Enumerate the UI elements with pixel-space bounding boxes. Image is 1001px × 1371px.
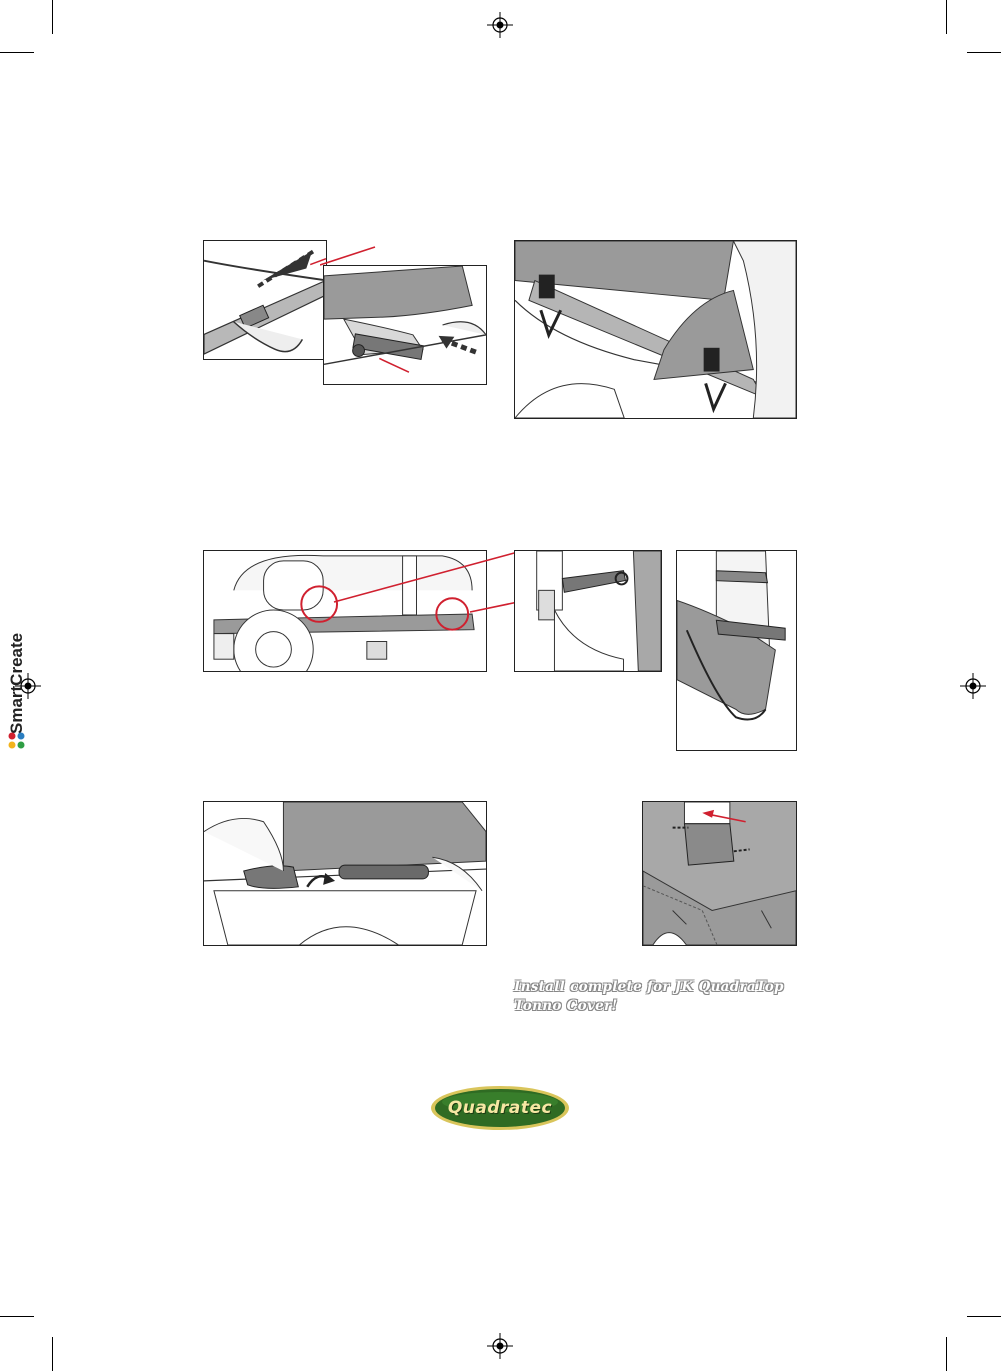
crop-mark-top-left-h: [0, 52, 34, 53]
quadratec-logo-text: Quadratec: [447, 1098, 553, 1118]
crop-mark-bottom-right-h: [967, 1316, 1001, 1317]
crop-mark-bottom-left-h: [0, 1316, 34, 1317]
figure-5-corner-detail: [642, 801, 797, 946]
crop-mark-bottom-right-v: [946, 1337, 947, 1371]
registration-mark-right-icon: [960, 673, 986, 699]
figure-1a-rail-slide: [203, 240, 327, 360]
figure-3-rear-view: [203, 550, 487, 672]
figure-4-fold-edge: [203, 801, 487, 946]
figure-3b-strap-buckle: [514, 550, 662, 672]
smartcreate-dots-icon: [8, 732, 25, 749]
caption-line-1: Install complete for JK QuadraTop: [514, 979, 784, 995]
registration-mark-bottom-icon: [487, 1333, 513, 1359]
figure-1b-rail-insert: [323, 265, 487, 385]
registration-mark-left-icon: [15, 673, 41, 699]
quadratec-oval-icon: [431, 1086, 569, 1130]
quadratec-logo: Quadratec: [430, 1085, 570, 1131]
crop-mark-top-right-h: [967, 52, 1001, 53]
caption-line-2: Tonno Cover!: [514, 998, 618, 1014]
registration-mark-top-icon: [487, 12, 513, 38]
crop-mark-bottom-left-v: [52, 1337, 53, 1371]
figure-3c-side-flap: [676, 550, 797, 751]
crop-mark-top-right-v: [946, 0, 947, 34]
install-complete-caption: Install complete for JK QuadraTop Tonno …: [514, 978, 804, 1016]
smartcreate-side-logo: SmartCreate: [4, 628, 30, 756]
figure-2-strap-fasten: [514, 240, 797, 419]
figure-3-callout-lines: [333, 551, 519, 613]
figure-1a-red-pointer: [320, 246, 376, 266]
crop-mark-top-left-v: [52, 0, 53, 34]
